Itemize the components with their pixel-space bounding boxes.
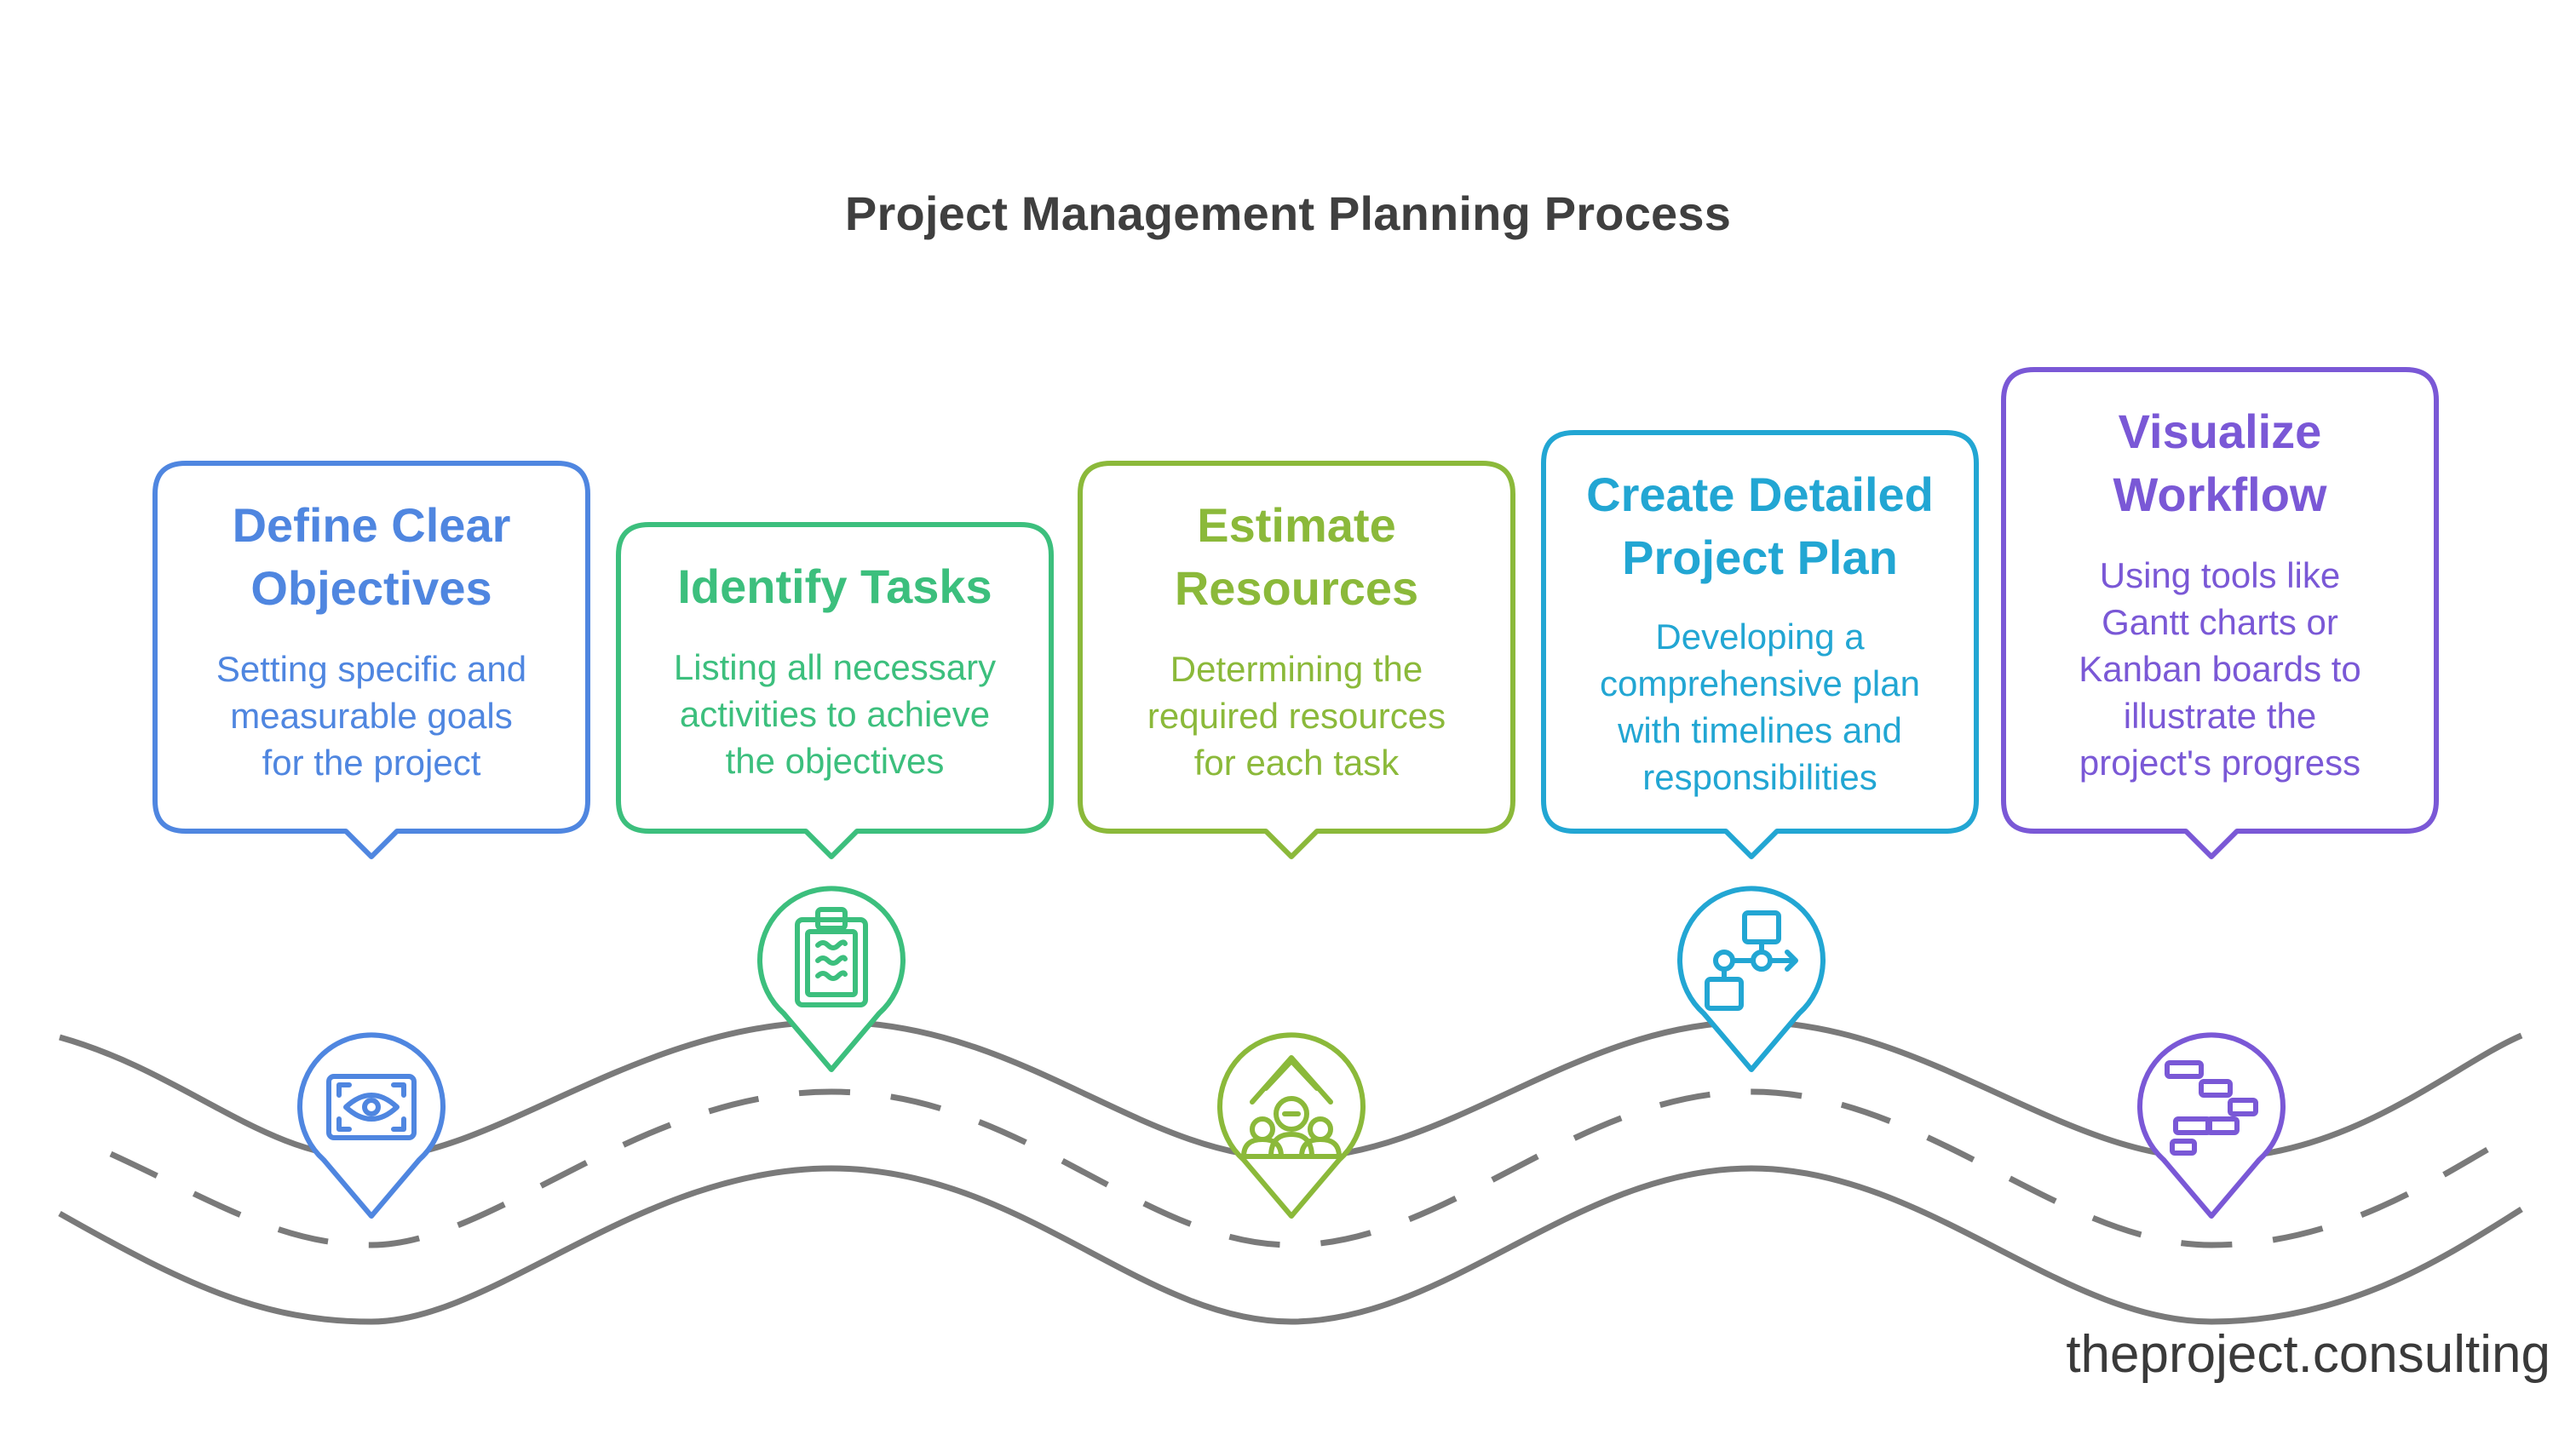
step-description-line: the objectives [725, 741, 945, 781]
step-description-line: required resources [1147, 696, 1446, 736]
step-card-outline-4 [1541, 430, 1979, 859]
step-card-outline-2 [616, 522, 1054, 859]
step-marker-2 [757, 886, 906, 1072]
step-description-line: Kanban boards to [2079, 649, 2361, 689]
step-description-line: for each task [1193, 743, 1400, 783]
map-pin-icon [297, 1032, 446, 1219]
step-description-line: with timelines and [1618, 710, 1902, 750]
road-edge-bottom [58, 1165, 2523, 1325]
eye-scan-icon [326, 1074, 417, 1140]
step-description-line: Gantt charts or [2102, 602, 2338, 642]
step-marker-4 [1677, 886, 1826, 1072]
step-description-line: Setting specific and [216, 649, 527, 689]
step-description: Listing all necessary activities to achie… [618, 644, 1051, 784]
step-description-line: responsibilities [1642, 757, 1877, 797]
step-description-line: Developing a [1655, 617, 1865, 657]
page-title: Project Management Planning Process [844, 186, 1732, 240]
step-heading-line: Objectives [250, 561, 492, 615]
step-description-line: activities to achieve [679, 694, 991, 734]
step-description: Determining the required resources for eac… [1080, 646, 1513, 786]
clipboard-icon [795, 907, 868, 1007]
step-heading-line: Estimate [1197, 498, 1396, 552]
step-heading-line: Visualize [2118, 405, 2322, 458]
step-card-outline-1 [152, 461, 590, 859]
step-heading-line: Define Clear [232, 498, 511, 552]
step-heading-line: Workflow [2113, 468, 2327, 521]
step-description-line: measurable goals [230, 696, 513, 736]
step-heading-line: Create Detailed [1586, 468, 1934, 521]
team-growth-icon [1239, 1055, 1343, 1159]
step-description-line: Using tools like [2099, 555, 2341, 595]
step-heading-line: Resources [1174, 561, 1419, 615]
step-card-outline-5 [2001, 367, 2439, 859]
step-description-line: comprehensive plan [1600, 663, 1920, 703]
watermark-text: theproject.consulting [2066, 1325, 2550, 1384]
gantt-chart-icon [2165, 1060, 2258, 1156]
step-description-line: illustrate the [2123, 696, 2317, 736]
step-heading: Identify Tasks [618, 555, 1051, 618]
step-marker-1 [297, 1032, 446, 1219]
step-description-line: project's progress [2079, 743, 2361, 783]
step-description-line: for the project [262, 743, 481, 783]
step-heading-line: Project Plan [1622, 531, 1898, 584]
step-card-outline-3 [1078, 461, 1515, 859]
map-pin-icon [1677, 886, 1826, 1072]
step-marker-5 [2137, 1032, 2286, 1219]
step-description: Setting specific and measurable goals for … [155, 646, 588, 786]
step-description: Developing a comprehensive plan with timel… [1544, 613, 1976, 800]
step-heading-line: Identify Tasks [677, 559, 992, 613]
step-description-line: Listing all necessary [673, 647, 997, 687]
flowchart-icon [1705, 910, 1798, 1011]
road-center-dashes [109, 1088, 2489, 1248]
step-marker-3 [1217, 1032, 1366, 1219]
step-description-line: Determining the [1170, 649, 1423, 689]
map-pin-icon [1217, 1032, 1366, 1219]
